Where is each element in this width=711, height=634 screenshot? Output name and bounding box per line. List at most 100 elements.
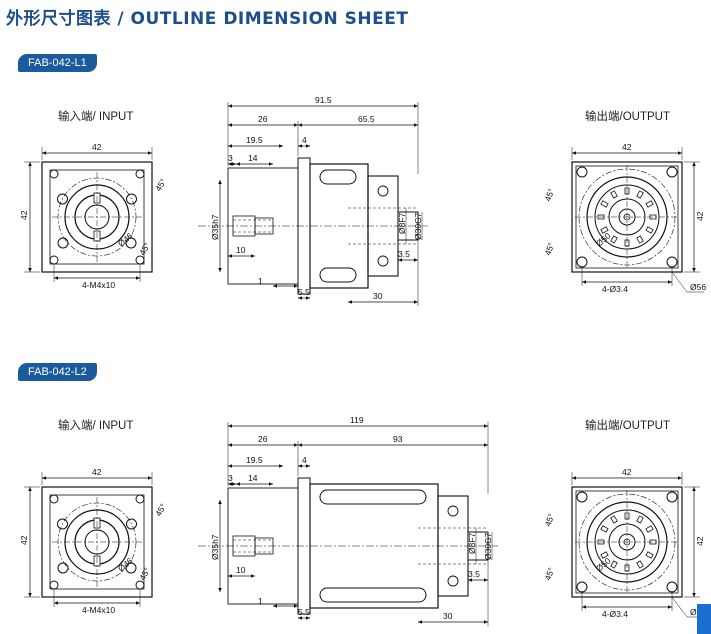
dimension-label: 42	[19, 210, 29, 220]
arrow-head	[418, 620, 422, 624]
arrow-head	[269, 162, 273, 166]
dimension-label: 3	[228, 473, 233, 483]
drawing-circle	[135, 169, 145, 179]
drawing-circle	[125, 237, 137, 249]
dimension-label: 45°	[153, 502, 168, 518]
dimension-label: 42	[622, 142, 632, 152]
arrow-head	[414, 258, 418, 262]
drawing-circle	[135, 580, 145, 590]
arrow-head	[148, 476, 152, 480]
drawing-circle	[447, 575, 459, 587]
model-badge-l1: FAB-042-L1	[18, 54, 97, 72]
arrow-head	[572, 476, 576, 480]
dimension-label: 45°	[542, 512, 556, 528]
drawing-circle	[135, 494, 145, 504]
dimension-label: Ø35h7	[210, 214, 220, 240]
slot	[319, 169, 357, 185]
dimension-label: Ø46	[116, 230, 135, 248]
dimension-label: 14	[248, 153, 258, 163]
dimension-label: 10	[236, 245, 246, 255]
drawing-circle	[377, 185, 389, 197]
dimension-label: 26	[258, 114, 268, 124]
dimension-label: 1	[258, 596, 263, 606]
arrow-head	[228, 123, 232, 127]
arrow-head	[42, 476, 46, 480]
arrow-head	[414, 104, 418, 108]
slot	[319, 489, 427, 505]
page-title: 外形尺寸图表 / OUTLINE DIMENSION SHEET	[6, 9, 409, 29]
drawing-circle	[49, 580, 59, 590]
drawing-circle	[576, 166, 588, 178]
arrow-head	[136, 276, 140, 280]
dimension-label: 4-Ø3.4	[602, 284, 628, 294]
arrow-head	[398, 258, 402, 262]
drawing-rect	[571, 486, 683, 598]
dimension-label: 4-Ø3.4	[602, 609, 628, 619]
arrow-head	[251, 574, 255, 578]
dimension-label: 45°	[137, 566, 152, 582]
dimension-label: 19.5	[246, 135, 263, 145]
arrow-head	[484, 620, 488, 624]
slot	[319, 587, 427, 603]
arrow-head	[668, 605, 672, 609]
arrow-head	[484, 443, 488, 447]
arrow-head	[582, 280, 586, 284]
arrow-head	[269, 482, 273, 486]
arrow-head	[306, 464, 310, 468]
arrow-head	[136, 601, 140, 605]
drawing-circle	[377, 255, 389, 267]
arrow-head	[251, 254, 255, 258]
arrow-head	[28, 487, 32, 491]
drawing-circle	[666, 166, 678, 178]
slot	[319, 267, 357, 283]
arrow-head	[668, 280, 672, 284]
dimension-label: 42	[695, 211, 705, 221]
corner-tab[interactable]	[697, 604, 711, 634]
drawing-circle	[576, 256, 588, 268]
arrow-head	[348, 300, 352, 304]
drawing-rect	[467, 531, 489, 561]
dimension-label: 4-M4x10	[82, 605, 115, 615]
arrow-head	[692, 487, 696, 491]
drawing-rect	[254, 537, 274, 555]
arrow-head	[678, 476, 682, 480]
arrow-head	[228, 482, 232, 486]
arrow-head	[228, 104, 232, 108]
drawing-circle	[57, 562, 69, 574]
arrow-head	[236, 482, 240, 486]
segment-slot	[610, 560, 618, 569]
arrow-head	[228, 162, 232, 166]
dimension-label: 3.5	[398, 249, 410, 259]
arrow-head	[294, 604, 298, 608]
drawing-circle	[576, 581, 588, 593]
arrow-head	[273, 284, 277, 288]
drawing-circle	[49, 255, 59, 265]
dimension-label: 45°	[542, 187, 556, 203]
segment-slot	[600, 525, 609, 533]
arrow-head	[28, 268, 32, 272]
dimension-label: 4	[302, 135, 307, 145]
arrow-head	[692, 162, 696, 166]
dimension-label: 10	[236, 565, 246, 575]
arrow-head	[273, 604, 277, 608]
dimension-label: 45°	[153, 177, 168, 193]
dimension-label: 19.5	[246, 455, 263, 465]
drawing-circle	[49, 494, 59, 504]
arrow-head	[279, 144, 283, 148]
segment-slot	[610, 515, 618, 524]
arrow-head	[28, 162, 32, 166]
arrow-head	[306, 144, 310, 148]
model-badge-l2: FAB-042-L2	[18, 363, 97, 381]
drawing-circle	[576, 491, 588, 503]
segment-slot	[600, 226, 609, 234]
output-label-l1: 输出端/OUTPUT	[585, 111, 670, 123]
segment-slot	[645, 525, 654, 533]
drawing-rect	[254, 217, 274, 235]
drawing-circle	[57, 518, 68, 530]
drawing-circle	[57, 193, 68, 205]
input-label-l1: 输入端/ INPUT	[58, 111, 134, 123]
drawing-circle	[135, 255, 145, 265]
arrow-head	[414, 123, 418, 127]
arrow-head	[54, 276, 58, 280]
